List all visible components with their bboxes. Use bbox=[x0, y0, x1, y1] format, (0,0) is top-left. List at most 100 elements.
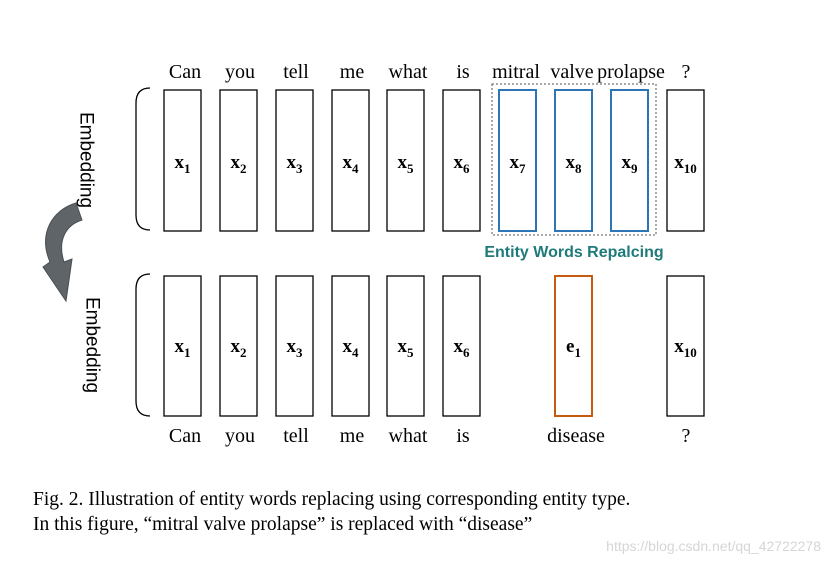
top-token-4: x4 bbox=[343, 152, 360, 176]
bottom-word-6: is bbox=[456, 425, 470, 447]
top-token-10-sub: 10 bbox=[684, 161, 697, 176]
top-word-4: me bbox=[340, 61, 365, 83]
top-word-10: ? bbox=[682, 61, 691, 83]
top-token-7-sub: 7 bbox=[519, 161, 526, 176]
top-token-box-5 bbox=[386, 89, 425, 232]
bottom-token-7-sub: 1 bbox=[574, 345, 581, 360]
top-word-9: prolapse bbox=[597, 61, 665, 83]
caption-line-1: Fig. 2. Illustration of entity words rep… bbox=[33, 489, 631, 510]
top-token-9-sub: 9 bbox=[631, 161, 638, 176]
top-word-7: mitral bbox=[492, 61, 540, 83]
bottom-token-1: x1 bbox=[175, 336, 191, 360]
bottom-token-3-sub: 3 bbox=[296, 345, 303, 360]
bottom-word-4: me bbox=[340, 425, 365, 447]
bottom-word-2: you bbox=[225, 425, 255, 447]
entity-words-replacing-label: Entity Words Repalcing bbox=[484, 244, 663, 261]
top-word-2: you bbox=[225, 61, 255, 83]
bottom-token-box-1 bbox=[163, 275, 202, 417]
top-token-3-sub: 3 bbox=[296, 161, 303, 176]
bottom-token-1-sub: 1 bbox=[184, 345, 191, 360]
top-token-1-base: x bbox=[175, 152, 185, 173]
top-token-9: x9 bbox=[622, 152, 639, 176]
top-token-1: x1 bbox=[175, 152, 191, 176]
bottom-word-1: Can bbox=[169, 425, 201, 447]
bottom-token-3: x3 bbox=[287, 336, 304, 360]
top-token-7: x7 bbox=[510, 152, 527, 176]
bottom-word-8: ? bbox=[682, 425, 691, 447]
bottom-token-6: x6 bbox=[454, 336, 471, 360]
replace-arrow-icon bbox=[42, 202, 83, 303]
top-word-6: is bbox=[456, 61, 470, 83]
bottom-token-2-base: x bbox=[231, 336, 241, 357]
bottom-token-box-5 bbox=[386, 275, 425, 417]
bottom-token-box-4 bbox=[331, 275, 370, 417]
top-token-10: x10 bbox=[674, 152, 697, 176]
top-token-6-sub: 6 bbox=[463, 161, 470, 176]
bottom-token-4-base: x bbox=[343, 336, 353, 357]
top-brace bbox=[135, 87, 151, 231]
top-token-box-3 bbox=[275, 89, 314, 232]
bottom-token-box-3 bbox=[275, 275, 314, 417]
top-token-7-base: x bbox=[510, 152, 520, 173]
watermark: https://blog.csdn.net/qq_42722278 bbox=[606, 538, 821, 554]
top-token-9-base: x bbox=[622, 152, 632, 173]
bottom-embedding-label: Embedding bbox=[82, 297, 103, 393]
bottom-token-7: e1 bbox=[566, 336, 581, 360]
top-token-6: x6 bbox=[454, 152, 471, 176]
bottom-token-1-base: x bbox=[175, 336, 185, 357]
bottom-token-3-base: x bbox=[287, 336, 297, 357]
top-token-5: x5 bbox=[398, 152, 415, 176]
top-token-10-base: x bbox=[674, 152, 684, 173]
top-token-box-9 bbox=[610, 89, 649, 232]
bottom-token-5: x5 bbox=[398, 336, 415, 360]
top-token-box-6 bbox=[442, 89, 481, 232]
top-token-box-10 bbox=[666, 89, 705, 232]
bottom-sentence: Can you tell me what is disease? bbox=[169, 425, 691, 447]
bottom-token-8-base: x bbox=[674, 336, 684, 357]
bottom-token-8-sub: 10 bbox=[684, 345, 697, 360]
top-word-5: what bbox=[389, 61, 428, 83]
top-token-box-4 bbox=[331, 89, 370, 232]
bottom-token-2: x2 bbox=[231, 336, 247, 360]
bottom-token-4-sub: 4 bbox=[352, 345, 359, 360]
top-token-box-7 bbox=[498, 89, 537, 232]
bottom-token-5-base: x bbox=[398, 336, 408, 357]
top-word-1: Can bbox=[169, 61, 201, 83]
top-token-box-1 bbox=[163, 89, 202, 232]
top-token-8-sub: 8 bbox=[575, 161, 582, 176]
bottom-word-5: what bbox=[389, 425, 428, 447]
top-token-2: x2 bbox=[231, 152, 247, 176]
bottom-token-6-sub: 6 bbox=[463, 345, 470, 360]
bottom-token-box-8 bbox=[666, 275, 705, 417]
bottom-token-box-7 bbox=[554, 275, 593, 417]
figure-caption: Fig. 2. Illustration of entity words rep… bbox=[33, 487, 630, 537]
bottom-token-8: x10 bbox=[674, 336, 697, 360]
caption-line-2: In this figure, “mitral valve prolapse” … bbox=[33, 514, 533, 535]
top-token-box-8 bbox=[554, 89, 593, 232]
bottom-word-7: disease bbox=[547, 425, 605, 447]
top-token-8-base: x bbox=[566, 152, 576, 173]
top-token-5-base: x bbox=[398, 152, 408, 173]
top-token-4-sub: 4 bbox=[352, 161, 359, 176]
top-token-5-sub: 5 bbox=[407, 161, 414, 176]
bottom-token-2-sub: 2 bbox=[240, 345, 247, 360]
top-word-8: valve bbox=[550, 61, 593, 83]
bottom-word-3: tell bbox=[283, 425, 309, 447]
top-word-3: tell bbox=[283, 61, 309, 83]
top-token-6-base: x bbox=[454, 152, 464, 173]
bottom-token-5-sub: 5 bbox=[407, 345, 414, 360]
top-token-3-base: x bbox=[287, 152, 297, 173]
top-token-1-sub: 1 bbox=[184, 161, 191, 176]
top-token-2-sub: 2 bbox=[240, 161, 247, 176]
top-token-4-base: x bbox=[343, 152, 353, 173]
bottom-token-6-base: x bbox=[454, 336, 464, 357]
bottom-brace bbox=[135, 273, 151, 417]
top-token-8: x8 bbox=[566, 152, 583, 176]
top-token-box-2 bbox=[219, 89, 258, 232]
bottom-token-7-base: e bbox=[566, 336, 574, 357]
bottom-token-box-6 bbox=[442, 275, 481, 417]
